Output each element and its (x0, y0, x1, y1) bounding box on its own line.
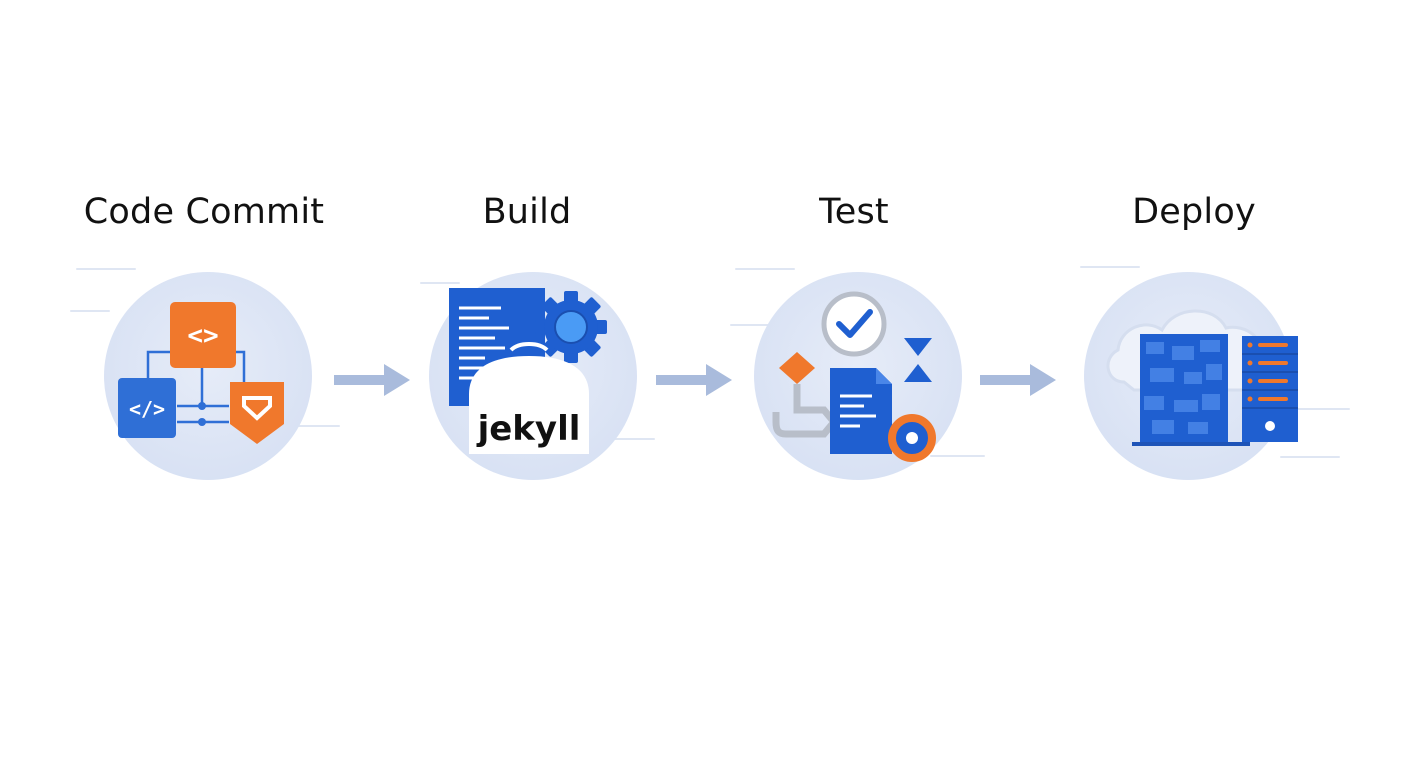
jekyll-badge-text: jekyll (476, 409, 581, 449)
code-commit-icon: <> </> (118, 302, 284, 444)
decor-line (1080, 266, 1140, 268)
decor-line (1280, 456, 1340, 458)
decor-line (1290, 408, 1350, 410)
stage-label-code-commit: Code Commit (83, 192, 325, 232)
decor-line (420, 282, 460, 284)
flow-arrow-2 (656, 364, 732, 396)
jekyll-build-icon: jekyll (449, 288, 607, 454)
flow-arrow-1 (334, 364, 410, 396)
stage-label-build: Build (482, 192, 572, 232)
decor-line (290, 425, 340, 427)
server-cloud-icon (1106, 309, 1298, 446)
stage-label-test: Test (819, 192, 889, 232)
svg-text:</>: </> (129, 397, 165, 421)
decor-line (600, 438, 655, 440)
stage-label-deploy: Deploy (1132, 192, 1256, 232)
decor-line (76, 268, 136, 270)
decor-line (735, 268, 795, 270)
test-checklist-icon (772, 291, 936, 462)
decor-line (930, 455, 985, 457)
decor-line (730, 324, 775, 326)
decor-line (70, 310, 110, 312)
flow-arrow-3 (980, 364, 1056, 396)
svg-text:<>: <> (187, 321, 218, 351)
